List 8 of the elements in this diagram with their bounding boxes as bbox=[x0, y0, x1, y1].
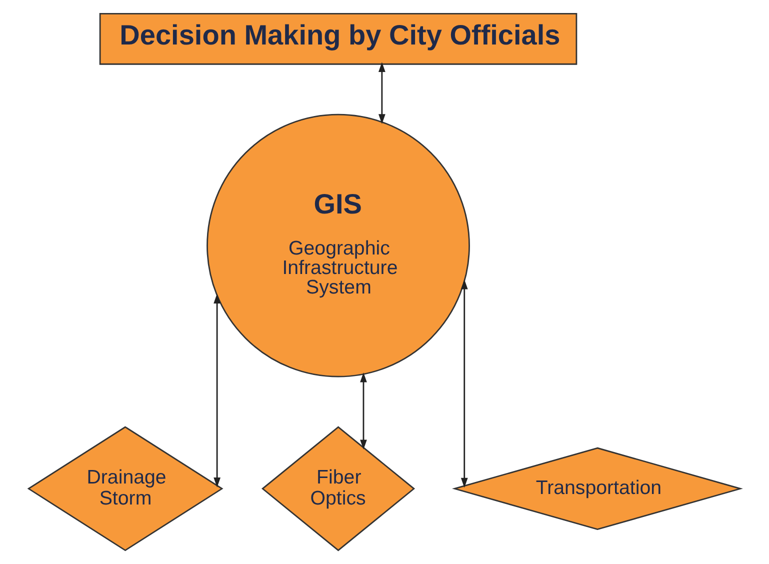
node-diamond: Drainage Storm bbox=[27, 426, 224, 552]
node-box: Decision Making by City Officials bbox=[99, 12, 578, 65]
node-diamond: Fiber Optics bbox=[262, 426, 416, 552]
arrow bbox=[460, 279, 468, 488]
arrow bbox=[360, 372, 367, 450]
arrow bbox=[214, 294, 220, 488]
node-diamond: Transportation bbox=[452, 447, 743, 530]
arrow bbox=[378, 62, 386, 124]
